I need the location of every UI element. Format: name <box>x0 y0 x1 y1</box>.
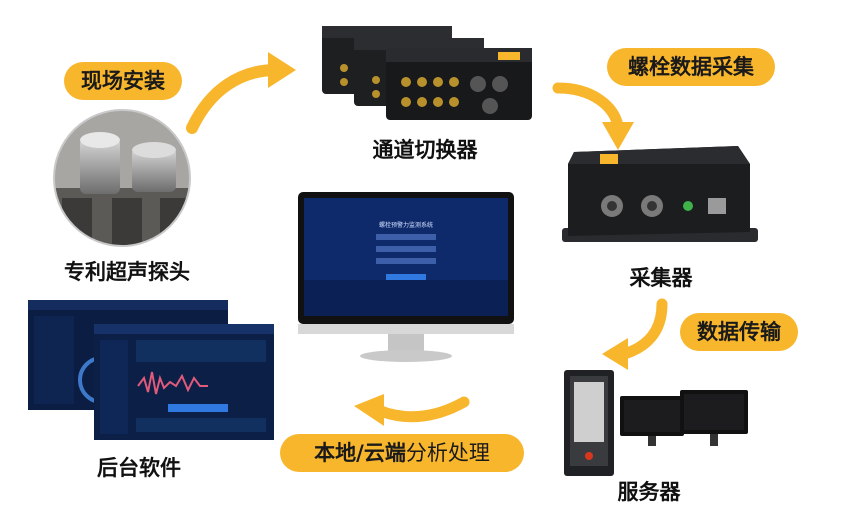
step-analysis-bold: 本地/云端 <box>314 441 406 465</box>
monitor-photo <box>298 192 514 362</box>
monitor-screen-title: 螺栓预警力监测系统 <box>378 222 433 229</box>
step-install-pill: 现场安装 <box>64 62 182 100</box>
software-screens-photo <box>28 300 274 440</box>
step-analysis-rest: 分析处理 <box>405 441 490 465</box>
step-bolt-collect-pill: 螺栓数据采集 <box>607 48 775 86</box>
collector-photo <box>562 146 758 242</box>
arrow-install-to-switcher <box>186 52 296 134</box>
arrow-collect-to-collector <box>552 82 634 150</box>
step-analysis-pill: 本地/云端分析处理 <box>280 434 524 472</box>
caption-probe: 专利超声探头 <box>64 260 190 284</box>
ultrasonic-probe-photo <box>53 109 191 247</box>
caption-switcher: 通道切换器 <box>372 138 478 162</box>
server-photo <box>564 370 748 476</box>
caption-collector: 采集器 <box>629 266 693 290</box>
step-transfer-pill: 数据传输 <box>680 313 798 351</box>
step-install-label: 现场安装 <box>81 69 165 93</box>
step-transfer-label: 数据传输 <box>697 320 781 344</box>
arrow-analysis-to-monitor <box>354 394 470 426</box>
arrow-collector-to-server <box>602 298 668 370</box>
caption-software: 后台软件 <box>97 456 181 480</box>
channel-switcher-photo <box>322 26 532 120</box>
step-bolt-collect-label: 螺栓数据采集 <box>628 55 754 79</box>
caption-server: 服务器 <box>617 480 681 504</box>
